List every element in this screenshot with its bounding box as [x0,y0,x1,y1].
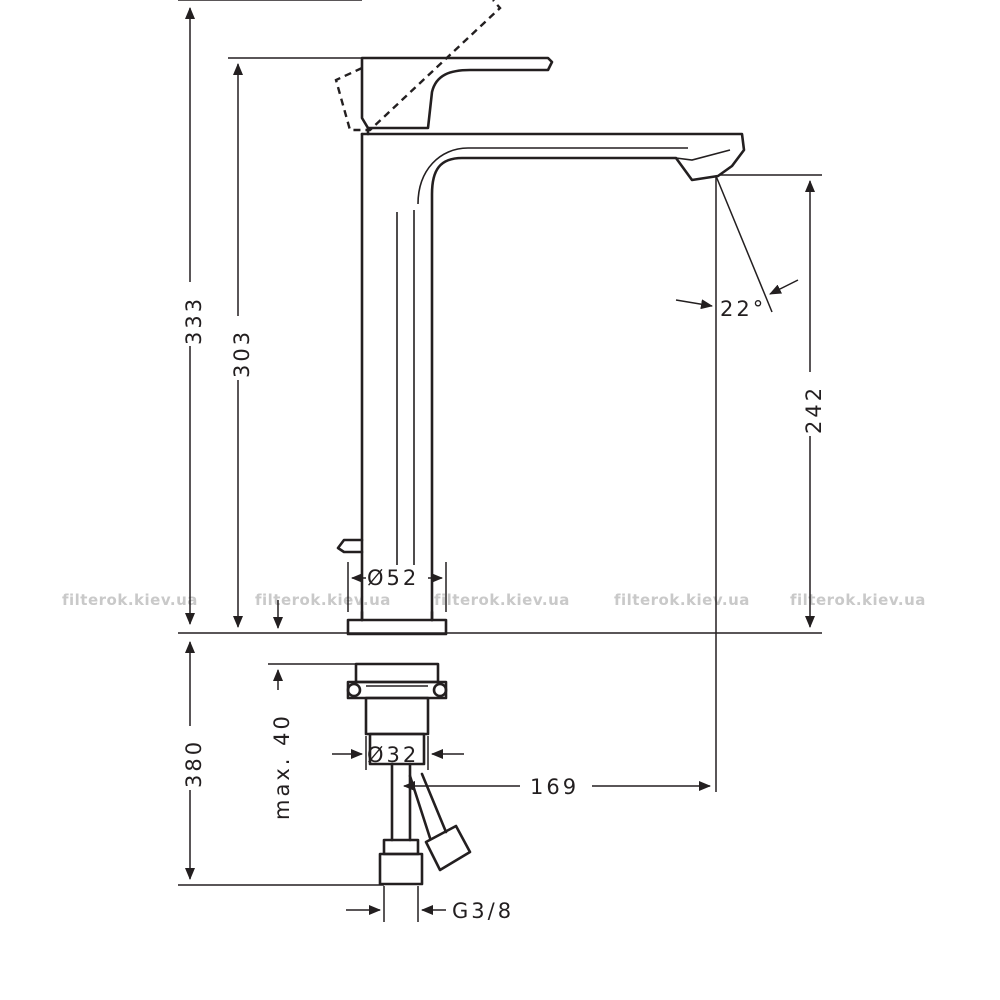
lever-handle [360,56,554,130]
dim-380: 380 [176,641,384,886]
spout [360,132,746,622]
dim-angle: 22° [675,175,799,792]
popup-knob [336,538,364,554]
watermark-3: filterok.kiev.ua [434,591,570,609]
watermark-4: filterok.kiev.ua [614,591,750,609]
dim-label-angle: 22° [720,297,766,321]
watermark-2: filterok.kiev.ua [255,591,391,609]
supply-hose-1 [390,762,412,842]
dim-333: 333 [176,0,362,625]
dim-303: 303 [224,57,362,628]
dim-diameter-52: Ø52 [347,562,447,612]
watermark-5: filterok.kiev.ua [790,591,926,609]
dim-label-connection: G3/8 [452,899,514,923]
dim-label-diameter-32: Ø32 [367,743,419,767]
spray-line [715,175,773,313]
fixing-assembly [346,662,472,886]
watermark-1: filterok.kiev.ua [62,591,198,609]
faucet-body [334,0,746,636]
dim-242: 242 [720,174,826,628]
dim-label-242: 242 [802,385,826,434]
dim-connection: G3/8 [346,886,514,923]
dim-diameter-32: Ø32 [332,736,464,770]
dim-label-169: 169 [530,775,579,799]
dim-label-max-40: max. 40 [270,713,294,820]
dim-169: 169 [403,775,711,799]
dim-label-diameter-52: Ø52 [367,566,419,590]
dim-label-380: 380 [182,739,206,788]
watermark-layer: filterok.kiev.ua filterok.kiev.ua filter… [62,591,926,609]
supply-hose-2 [408,772,448,840]
dim-max-40: max. 40 [268,600,356,820]
lever-open-position [334,0,502,132]
base-ring [346,618,448,636]
dim-label-303: 303 [230,329,254,378]
dim-label-333: 333 [182,296,206,345]
